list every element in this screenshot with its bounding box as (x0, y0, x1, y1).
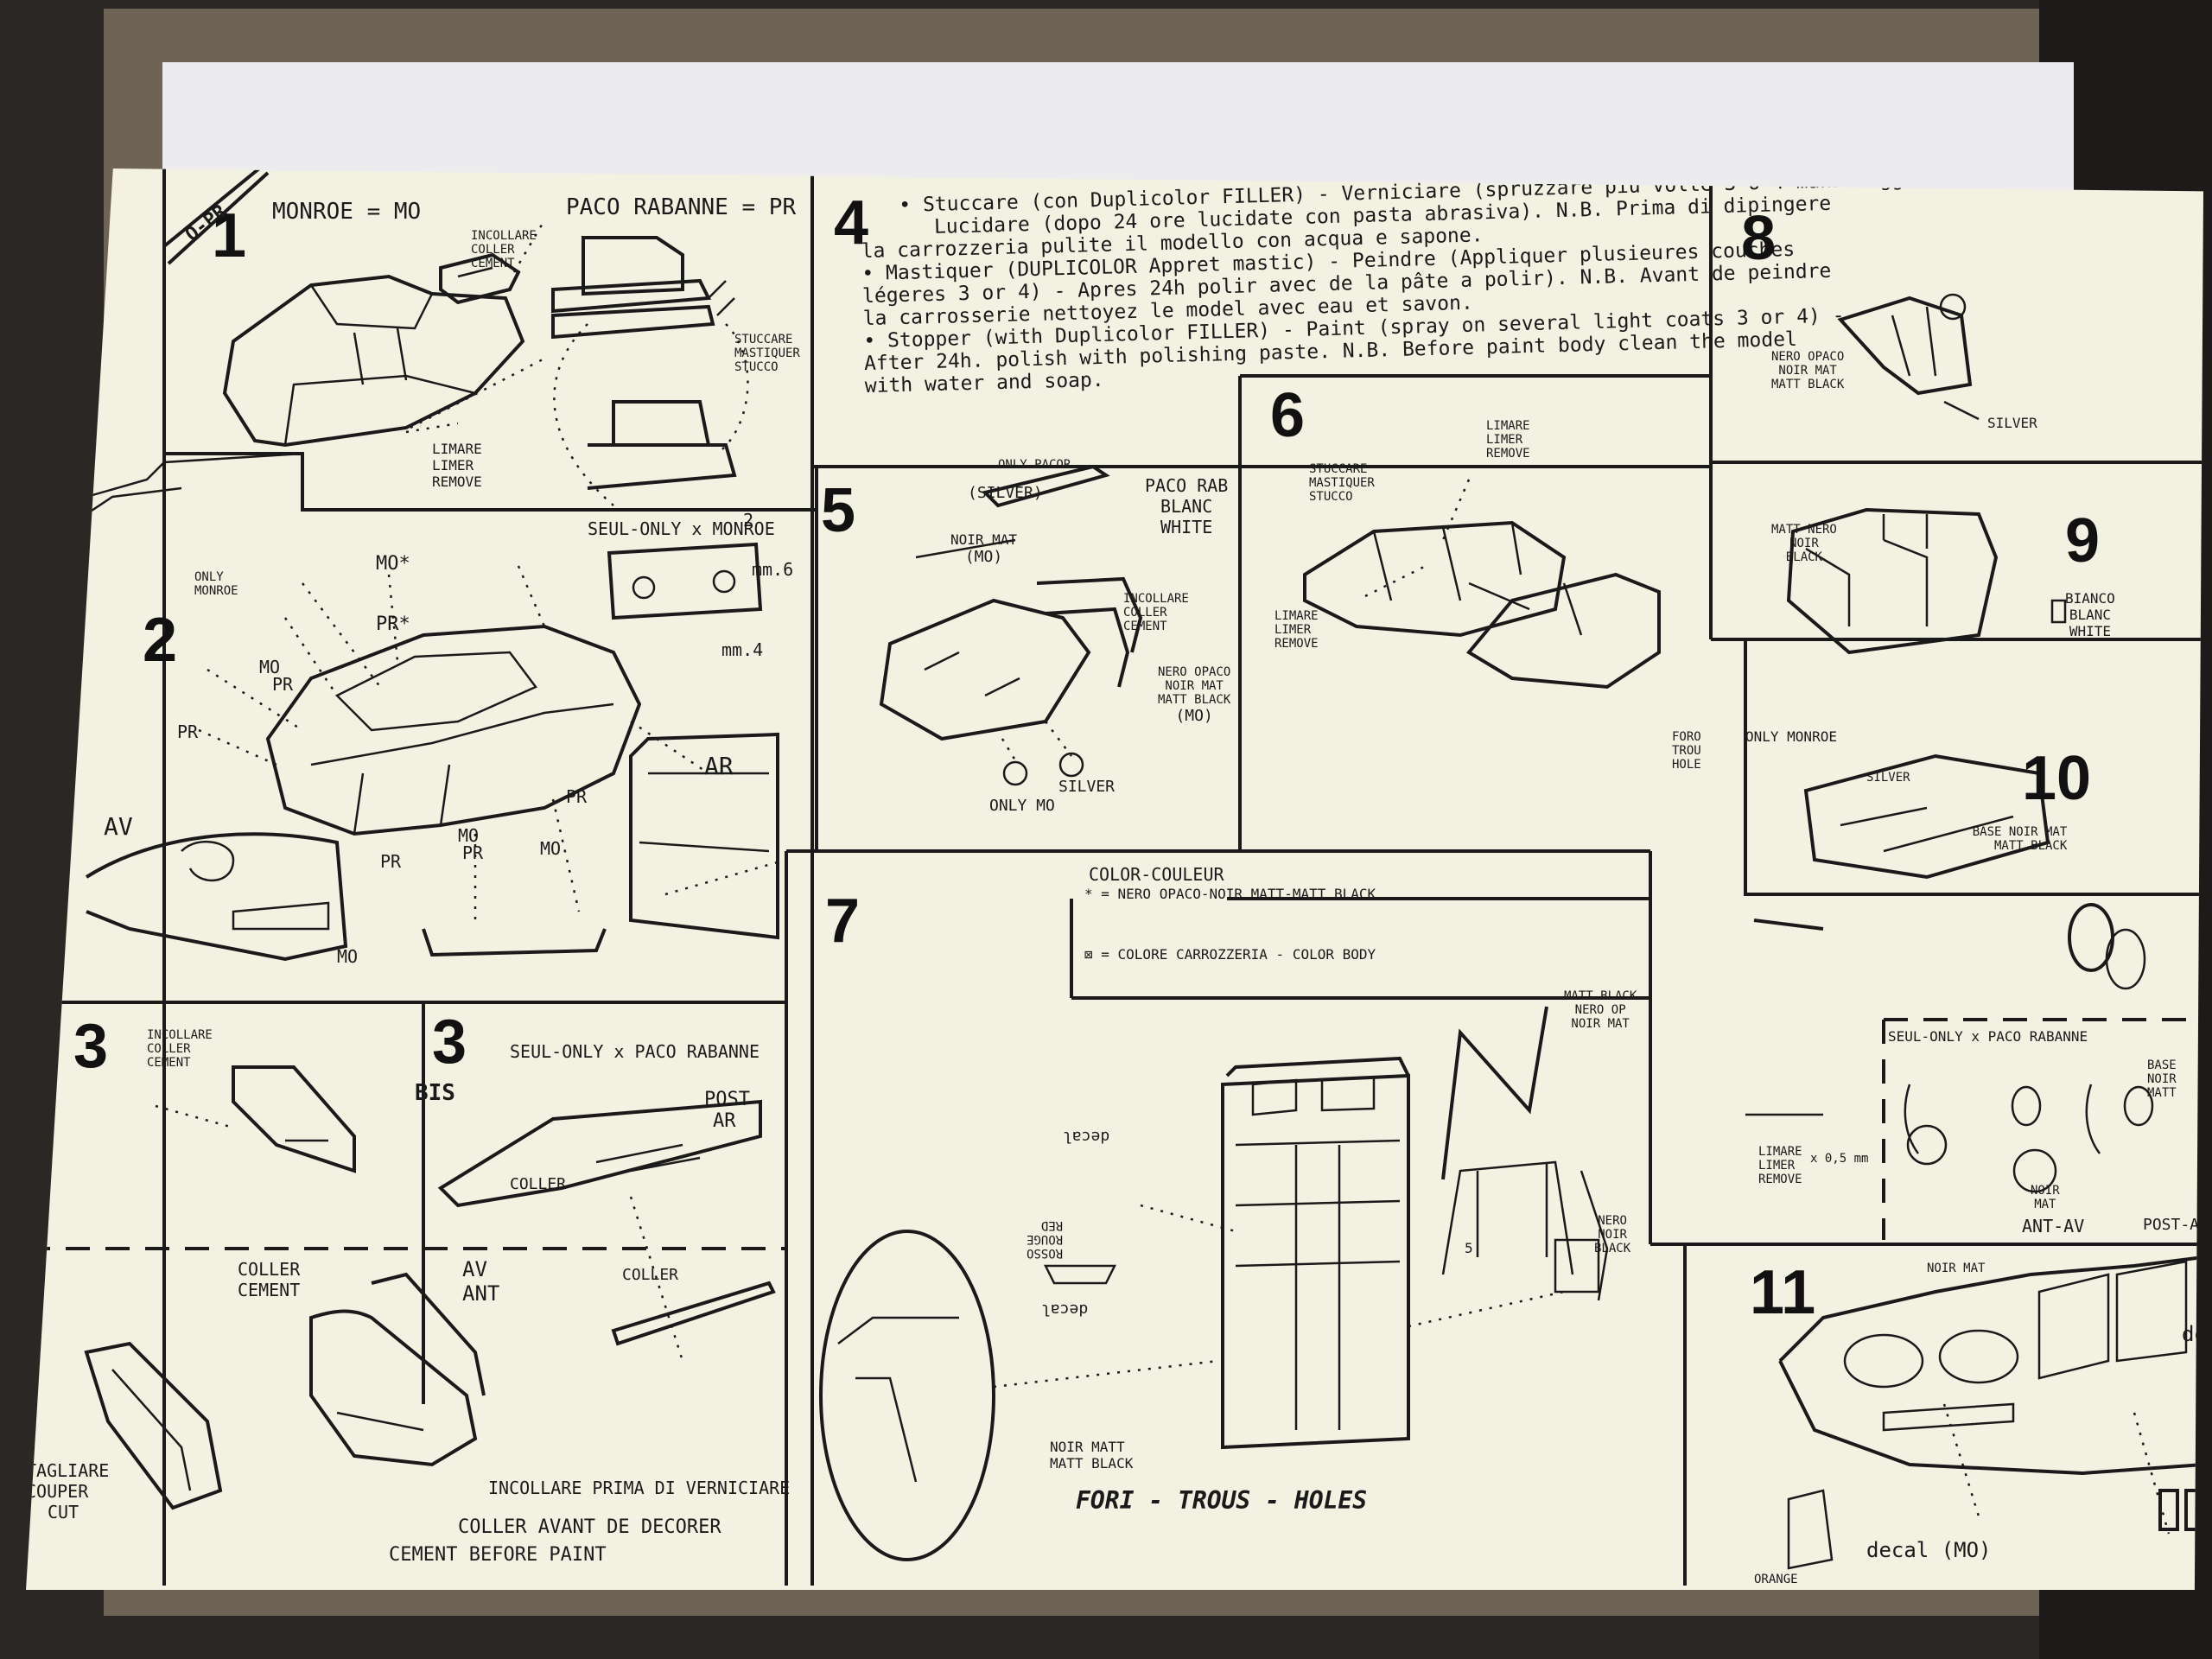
step-9-bianco-label: BIANCO BLANC WHITE (2065, 590, 2115, 639)
step-2-mo-label-4: MO (337, 946, 359, 967)
step-2-pr-label-4: PR (462, 842, 484, 863)
step-6-stuccare-label: STUCCARE MASTIQUER STUCCO (1309, 462, 1375, 504)
step-10-ant-av-label: ANT-AV (2022, 1216, 2085, 1236)
bottom-left-coller-label: COLLER CEMENT (238, 1259, 301, 1300)
step-10-base-label: BASE NOIR MAT MATT BLACK (1972, 825, 2068, 853)
step-2-seul-only-label: SEUL-ONLY x MONROE (588, 518, 775, 539)
step-8-silver-label: SILVER (1987, 415, 2037, 431)
step-2-av-label: AV (104, 812, 133, 841)
step-2-mo-label-1: MO (259, 657, 281, 677)
step-1-incollare-label: INCOLLARE COLLER CEMENT (471, 229, 537, 270)
step-5-noir-mat-label: NOIR MAT (MO) (950, 531, 1018, 566)
step-3bis-bis-label: BIS (415, 1080, 455, 1106)
step-5-paco-rab-label: PACO RAB BLANC WHITE (1145, 475, 1229, 537)
step-1-monroe-key: MONROE = MO (272, 199, 422, 225)
step-3bis-post-label: POST AR (704, 1089, 750, 1132)
step-7-decal-label-1: decal (1063, 1128, 1110, 1146)
step-9-number: 9 (2065, 506, 2101, 575)
step-7-noir-matt-label: NOIR MATT MATT BLACK (1050, 1439, 1134, 1471)
step-4-instructions: • Stuccare (con Duplicolor FILLER) - Ver… (861, 168, 1976, 398)
step-10-only-monroe-label: ONLY MONROE (1745, 728, 1837, 745)
step-5-nero-opaco-label: NERO OPACO NOIR MAT MATT BLACK (MO) (1158, 665, 1231, 725)
step-6-limare-label: LIMARE LIMER REMOVE (1486, 419, 1530, 461)
panel-grid (26, 168, 2203, 1586)
step-7-matt-black-label: MATT BLACK NERO OP NOIR MAT (1564, 989, 1637, 1031)
step-6-number: 6 (1270, 381, 1306, 450)
step-9-matt-nero-label: MATT NERO NOIR BLACK (1771, 523, 1837, 564)
step-11-orange-label: ORANGE (1754, 1573, 1798, 1586)
step-7-rosso-label: ROSSO ROUGE RED (1027, 1218, 1064, 1260)
instruction-sheet: O-PR 1 MONROE = MO PACO RABANNE = PR INC… (26, 168, 2203, 1590)
step-2-pr-label-5: PR (380, 851, 402, 872)
step-7-legend-black: * = NERO OPACO-NOIR MATT-MATT BLACK (1084, 886, 1376, 902)
step-7-legend-body: ⊠ = COLORE CARROZZERIA - COLOR BODY (1084, 946, 1376, 963)
bottom-left-cement-before: CEMENT BEFORE PAINT (389, 1544, 607, 1566)
step-10-size-label: x 0,5 mm (1810, 1152, 1869, 1166)
step-10-foro-label: FORO TROU HOLE (1672, 730, 1701, 772)
step-2-pr-label-2: PR (177, 721, 199, 742)
step-11-noir-mat-label: NOIR MAT (1927, 1262, 1986, 1275)
step-8-nero-label: NERO OPACO NOIR MAT MATT BLACK (1771, 350, 1845, 391)
step-2-pr-star-label: PR* (376, 613, 410, 635)
step-10-silver-label: SILVER (1866, 771, 1910, 785)
step-10-noir-mat-label: NOIR MAT (2031, 1184, 2060, 1211)
step-5-number: 5 (821, 476, 856, 545)
step-10-limare-label: LIMARE LIMER REMOVE (1758, 1145, 1802, 1186)
step-2-only-monroe-label: ONLY MONROE (194, 570, 238, 598)
step-11-number: 11 (1750, 1258, 1816, 1327)
step-3bis-number: 3 (432, 1007, 467, 1077)
step-1-stuccare-label: STUCCARE MASTIQUER STUCCO (734, 333, 800, 374)
step-2-mo-star-label: MO* (376, 553, 410, 575)
step-5-silver-label: (SILVER) (968, 484, 1043, 502)
step-3-incollare-label: INCOLLARE COLLER CEMENT (147, 1028, 213, 1070)
step-10-seul-label: SEUL-ONLY x PACO RABANNE (1888, 1028, 2088, 1045)
step-4-number: 4 (834, 188, 869, 257)
step-1-paco-key: PACO RABANNE = PR (566, 194, 797, 220)
step-11-decal-mo-label: decal (MO) (1866, 1538, 1992, 1562)
step-2-two-label: 2 (743, 510, 754, 531)
bottom-left-coller-avant: COLLER AVANT DE DECORER (458, 1516, 721, 1538)
step-10-post-ar-label: POST-AR (2143, 1216, 2203, 1234)
step-1-number: 1 (212, 201, 247, 270)
step-2-ar-label: AR (704, 752, 734, 780)
bottom-left-incollare-prima: INCOLLARE PRIMA DI VERNICIARE (488, 1478, 791, 1498)
step-7-color-title: COLOR-COULEUR (1089, 864, 1224, 885)
step-3bis-av-label: AV ANT (462, 1257, 500, 1306)
step-8-number: 8 (1741, 204, 1777, 273)
step-10-number: 10 (2022, 744, 2092, 813)
step-3-number: 3 (73, 1012, 109, 1081)
step-3bis-coller-label-2: COLLER (622, 1266, 679, 1284)
step-2-number: 2 (143, 606, 178, 675)
step-7-nero-label: NERO NOIR BLACK (1594, 1214, 1631, 1255)
step-1-limare-label: LIMARE LIMER REMOVE (432, 441, 482, 490)
step-3bis-coller-label-1: COLLER (510, 1175, 567, 1193)
step-2-mm4-label: mm.4 (721, 639, 764, 660)
step-2-mo-label-2: MO (540, 838, 562, 859)
step-2-mo-label-3: MO (458, 825, 480, 846)
step-6-limare-label-2: LIMARE LIMER REMOVE (1274, 609, 1319, 651)
bottom-left-tagliare-label: TAGLIARE COUPER CUT (26, 1460, 110, 1522)
step-2-pr-label-1: PR (272, 674, 294, 695)
step-5-only-pacor-label: ONLY PACOR (998, 458, 1071, 472)
step-10-base-noir-label: BASE NOIR MATT (2147, 1058, 2177, 1100)
step-5-only-mo-label: ONLY MO (989, 797, 1055, 815)
step-7-number: 7 (825, 887, 861, 956)
step-2-mm6-label: mm.6 (752, 559, 794, 580)
step-3bis-seul-label: SEUL-ONLY x PACO RABANNE (510, 1041, 760, 1062)
step-5-silver-label-2: SILVER (1058, 778, 1116, 796)
step-7-five-label: 5 (1465, 1240, 1473, 1256)
step-5-incollare-label: INCOLLARE COLLER CEMENT (1123, 592, 1189, 633)
step-2-pr-label-3: PR (566, 786, 588, 807)
step-7-decal-label-2: decal (1041, 1300, 1089, 1319)
step-7-holes-label: FORI - TROUS - HOLES (1076, 1486, 1368, 1515)
